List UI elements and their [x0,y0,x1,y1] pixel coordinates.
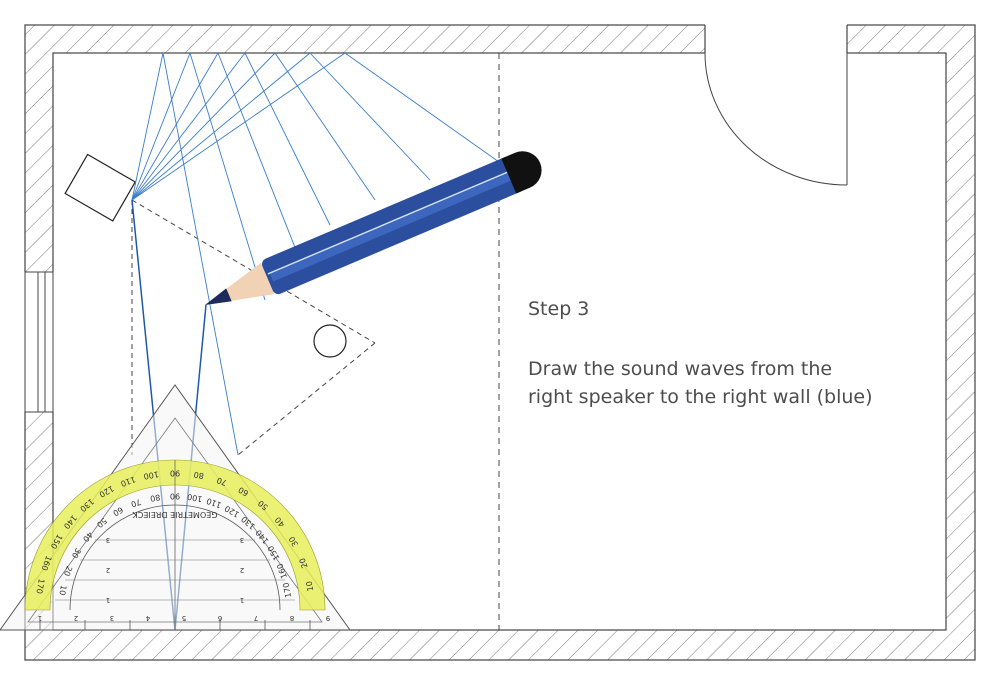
protractor-inner-label: 70 [130,497,143,509]
ruler-base-number: 2 [74,614,78,622]
protractor-outer-label: 30 [287,535,300,548]
ruler-base-number: 7 [254,614,258,622]
protractor-inner-label: 10 [57,584,68,596]
pencil [205,151,542,305]
protractor-inner-label: 170 [282,582,294,599]
step-title: Step 3 [528,298,590,320]
protractor-outer-label: 100 [143,469,160,481]
ruler-base-number: 9 [326,614,330,622]
step-instruction: Draw the sound waves from the right spea… [528,355,928,411]
ruler-grid-number: 1 [240,596,244,604]
ruler-grid-number: 2 [106,566,110,574]
ruler-base-number: 8 [290,614,294,622]
ruler-grid-number: 2 [240,566,244,574]
protractor-outer-label: 20 [298,557,310,570]
protractor-outer-label: 170 [34,578,46,595]
ruler-grid-number: 3 [240,536,244,544]
ruler-grid-numbers-left: 1 2 3 [106,536,110,604]
protractor-band [24,459,326,611]
protractor-outer-label: 10 [305,580,316,592]
triangle-ruler: GEOMETRIE DREIECK 1020304050607080901001… [0,384,351,631]
ruler-base-number: 5 [182,614,186,622]
protractor-outer-label: 70 [216,475,229,487]
ruler-base-number: 1 [38,614,42,622]
ruler-grid-numbers-right: 1 2 3 [240,536,244,604]
listening-triangle [131,199,376,456]
ruler-grid-number: 3 [106,536,110,544]
ruler-brand-label: GEOMETRIE DREIECK [132,510,218,519]
ruler-base-number: 3 [110,614,114,622]
listener-position [313,324,347,358]
protractor-inner-label: 80 [149,492,161,503]
ruler-grid-number: 1 [106,596,110,604]
protractor-inner-label: 30 [70,546,83,559]
ruler-base-number: 6 [217,614,222,622]
step-instruction-line-2: right speaker to the right wall (blue) [528,386,873,408]
ruler-base-numbers: 1 2 3 4 5 6 7 8 9 [38,614,330,622]
protractor-outer-label: 90 [170,469,180,478]
step-instruction-line-1: Draw the sound waves from the [528,358,833,380]
left-speaker [64,153,137,222]
protractor-inner-label: 60 [111,505,124,518]
protractor-outer-label: 60 [237,485,250,498]
ruler-base-number: 4 [145,614,150,622]
protractor-outer-label: 80 [193,470,205,481]
door-swing [704,52,848,186]
protractor-inner-label: 90 [170,492,180,501]
protractor-inner-label: 100 [186,492,203,504]
protractor-inner-label: 20 [62,565,74,578]
